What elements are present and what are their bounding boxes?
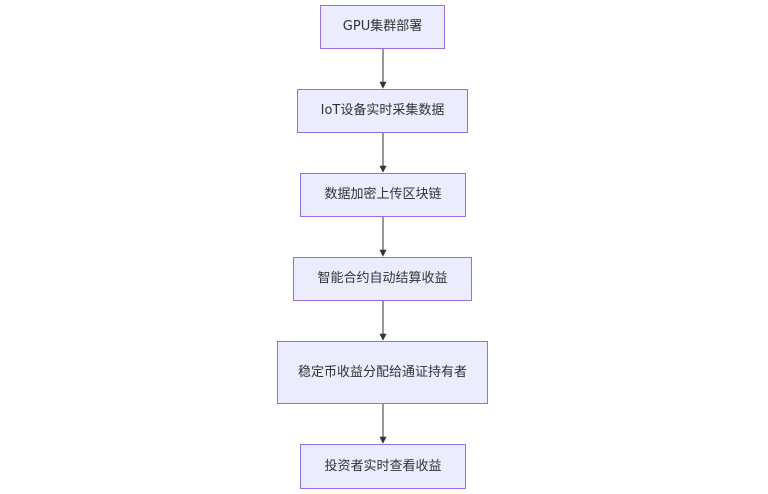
node-stablecoin-distribution: 稳定币收益分配给通证持有者 — [277, 341, 488, 404]
node-label: 投资者实时查看收益 — [324, 458, 442, 474]
node-smart-contract-settlement: 智能合约自动结算收益 — [293, 257, 472, 301]
node-label: 数据加密上传区块链 — [324, 187, 442, 202]
node-label: GPU集群部署 — [342, 19, 423, 34]
node-label: IoT设备实时采集数据 — [320, 103, 445, 118]
node-encrypt-upload-blockchain: 数据加密上传区块链 — [300, 173, 466, 217]
node-gpu-cluster-deploy: GPU集群部署 — [320, 5, 445, 49]
node-label: 智能合约自动结算收益 — [317, 271, 448, 286]
node-iot-data-collection: IoT设备实时采集数据 — [297, 89, 468, 133]
node-investor-view-earnings: 投资者实时查看收益 — [300, 444, 466, 489]
node-label: 稳定币收益分配给通证持有者 — [297, 364, 467, 380]
